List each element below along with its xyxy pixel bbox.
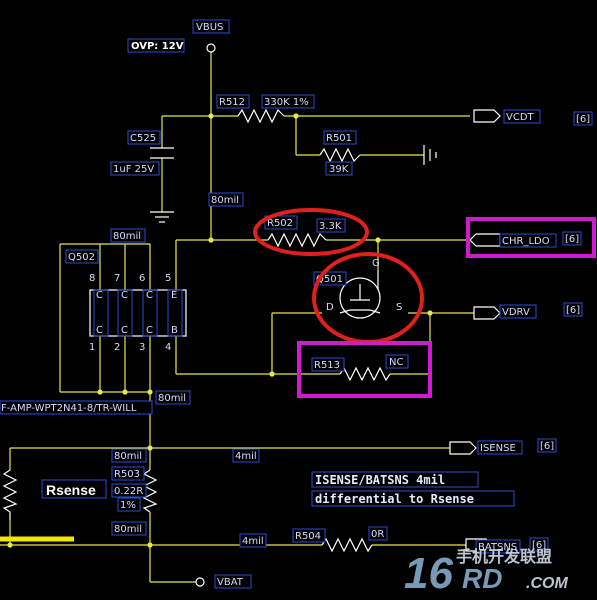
rsense-label: Rsense [46,482,96,498]
trace-width-80mil-d: 80mil [114,451,142,462]
r503-label: R503 [114,469,140,480]
vbus-label: VBUS [196,22,223,33]
vdrv-label: VDRV [502,307,530,318]
vdrv-port: VDRV [6] [473,302,583,320]
resistor-r502: R502 3.3K [253,208,369,256]
r504-value: 0R [371,529,384,540]
q502-part-number: F-AMP-WPT2N41-8/TR-WILL [1,403,137,414]
q502-label: Q502 [68,252,95,263]
highlight-r513 [297,341,432,398]
vcdt-label: VCDT [506,112,535,123]
resistor-r513: R513 NC [297,341,432,398]
trace-width-80mil-c: 80mil [158,393,186,404]
r502-value: 3.3K [319,221,342,232]
trace-width-4mil-b: 4mil [242,536,264,547]
batsns-ref: [6] [532,540,546,551]
r501-value: 39K [329,164,349,175]
q501-drain-label: D [326,302,334,313]
r513-label: R513 [314,360,340,371]
chr-ldo-port: CHR_LDO [6] [466,217,596,258]
r502-label: R502 [267,218,293,229]
vcdt-ref: [6] [576,114,590,125]
vbus-terminal: VBUS [192,19,230,53]
watermark-rd: RD [462,563,502,594]
wires [0,52,474,583]
trace-width-80mil-b: 80mil [113,231,141,242]
watermark-cn: 手机开发联盟 [456,547,552,566]
q502-pin-c-5: C [121,325,128,336]
q501-label: Q501 [316,274,343,285]
vcdt-port: VCDT [6] [473,109,593,126]
r504-label: R504 [295,531,321,542]
junction-dots [7,113,433,548]
transistor-q501: Q501 G D S [312,252,424,344]
r513-value: NC [389,357,403,368]
capacitor-c525: C525 1uF 25V [110,130,174,223]
r503-value: 0.22R [114,486,143,497]
resistor-left [2,469,18,513]
q502-pin-num-7: 7 [114,273,120,284]
q502-pin-num-8: 8 [89,273,95,284]
q502-pin-c-1: C [96,290,103,301]
q502-pin-num-2: 2 [114,342,120,353]
chr-ldo-ref: [6] [565,234,579,245]
r512-value: 330K 1% [264,97,309,108]
watermark-com: .COM [526,575,568,592]
trace-width-80mil-a: 80mil [211,195,239,206]
vbat-terminal: VBAT [195,574,252,589]
q502-pin-c-4: C [96,325,103,336]
vdrv-ref: [6] [566,305,580,316]
q502-pin-num-5: 5 [165,273,171,284]
highlight-q501 [312,252,424,344]
q502-pin-num-1: 1 [89,342,95,353]
q502-pin-c-6: C [146,325,153,336]
ovp-label: OVP: 12V [131,41,184,52]
c525-label: C525 [130,133,156,144]
q501-gate-label: G [372,258,380,269]
q502-pin-num-3: 3 [139,342,145,353]
resistor-r504: R504 0R [292,526,388,553]
watermark-logo: 16 手机开发联盟 RD .COM [404,547,568,598]
resistor-r503: R503 0.22R 1% [111,466,158,513]
r501-label: R501 [326,133,352,144]
isense-ref: [6] [540,441,554,452]
trace-width-80mil-e: 80mil [114,524,142,535]
batsns-port: BATSNS [6] [465,537,549,554]
q502-pin-c-3: C [146,290,153,301]
q502-pin-c-2: C [121,290,128,301]
r512-label: R512 [219,97,245,108]
note-line-1: ISENSE/BATSNS 4mil [315,473,445,487]
q502-pin-e: E [171,290,177,301]
isense-port: ISENSE [6] [449,438,557,455]
q501-source-label: S [396,302,402,313]
watermark-number: 16 [404,549,453,598]
q502-pin-num-6: 6 [139,273,145,284]
r503-tolerance: 1% [120,500,136,511]
chr-ldo-label: CHR_LDO [502,236,550,247]
highlight-r502 [253,208,369,256]
resistor-r512: R512 330K 1% [216,94,315,124]
highlight-chr-ldo [466,217,596,258]
vbat-label: VBAT [217,577,244,588]
q502-pin-num-4: 4 [165,342,171,353]
c525-value: 1uF 25V [113,164,154,175]
isense-label: ISENSE [480,443,516,454]
resistor-r501: R501 39K [319,130,437,176]
note-line-2: differential to Rsense [315,492,474,506]
transistor-q502: C C C E C C C B 8 7 6 5 1 2 3 4 80mil Q5… [65,228,187,353]
trace-width-4mil-a: 4mil [235,451,257,462]
q502-pin-b: B [171,325,178,336]
batsns-label: BATSNS [478,542,517,553]
